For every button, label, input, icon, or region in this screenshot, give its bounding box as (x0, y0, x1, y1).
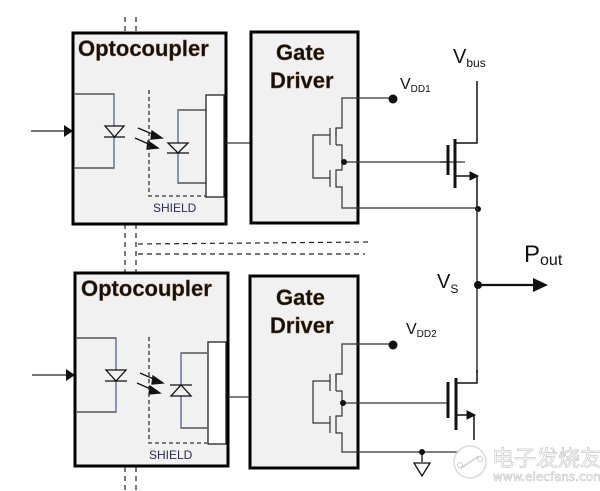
watermark: 电子发烧友 www.elecfans.com (453, 445, 600, 484)
bottom-optocoupler-label: Optocoupler (81, 276, 212, 301)
top-shield (148, 90, 207, 197)
bottom-gate-driver-label-line2: Driver (270, 313, 334, 338)
bottom-optocoupler-block (73, 271, 230, 468)
bottom-input-arrow (32, 369, 75, 381)
bottom-shield (148, 337, 207, 444)
top-input-arrow (31, 125, 73, 137)
watermark-url: www.elecfans.com (493, 470, 600, 484)
top-gate-driver-label-line2: Driver (270, 68, 334, 93)
bottom-led (77, 337, 128, 413)
vdd2-label: VDD2 (406, 321, 437, 340)
top-totem-output-node (341, 159, 347, 165)
top-gate-driver-block (249, 30, 360, 225)
bottom-gate-driver-label-line1: Gate (276, 285, 325, 310)
vbus-label: Vbus (453, 46, 486, 70)
pout-label: Pout (524, 241, 563, 269)
vdd2-terminal (388, 340, 398, 350)
top-gate-driver-label-line1: Gate (276, 40, 325, 65)
bottom-totem-pole (312, 343, 460, 453)
isolation-barrier (124, 17, 371, 491)
top-optocoupler-label: Optocoupler (78, 36, 209, 61)
vdd1-label: VDD1 (400, 76, 431, 95)
top-light-arrows (134, 127, 164, 150)
bottom-photodiode (169, 352, 207, 429)
high-side-mosfet (440, 81, 480, 208)
watermark-text: 电子发烧友 (492, 447, 600, 472)
low-side-mosfet (446, 370, 478, 440)
top-shield-label: SHIELD (153, 201, 197, 215)
top-photodiode (166, 109, 206, 184)
vdd1-terminal (388, 94, 398, 104)
top-opto-output-stage (205, 94, 225, 198)
pout-arrow (478, 278, 548, 292)
bottom-gate-driver-block (248, 274, 360, 470)
high-side-source-node (475, 206, 481, 212)
bottom-channel: Optocoupler SHIELD Gate Driver (32, 271, 478, 478)
bottom-totem-output-node (340, 400, 346, 406)
ground-symbol (412, 449, 432, 478)
vs-label: VS (437, 271, 458, 296)
top-led (75, 93, 126, 169)
top-channel: Optocoupler SHIELD Gate (31, 30, 486, 226)
bottom-opto-output-stage (207, 341, 227, 445)
bottom-shield-label: SHIELD (149, 448, 193, 462)
